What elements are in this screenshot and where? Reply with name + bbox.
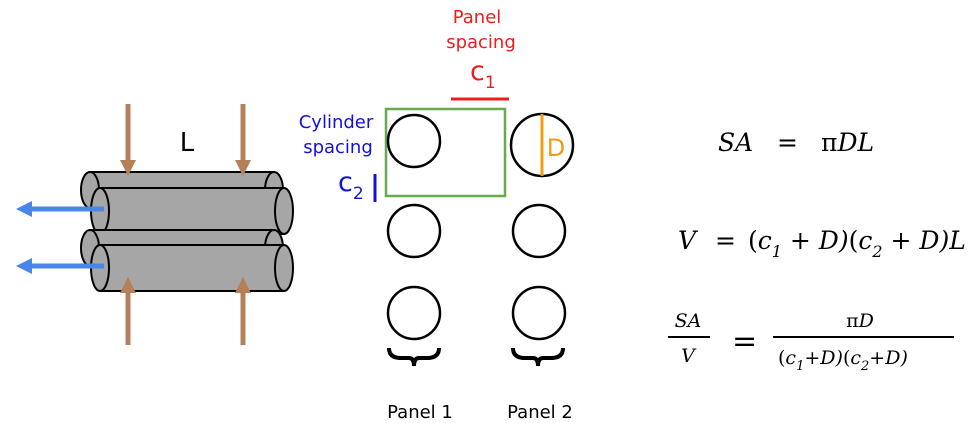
cylinder-section — [386, 113, 442, 169]
force-arrows — [119, 104, 252, 345]
sa-rhs: πDL — [821, 128, 874, 157]
c2-label: c2 — [338, 167, 364, 204]
ratio-num-right: πD — [846, 310, 874, 332]
ratio-den-left: V — [681, 345, 697, 367]
ratio-den-right: (c1+D)(c2+D) — [778, 347, 908, 374]
c1-label: c1 — [470, 56, 496, 93]
sa-lhs: SA — [718, 128, 753, 157]
unit-cell-box — [384, 107, 507, 198]
panel-2-brace — [511, 347, 565, 367]
length-label: L — [180, 128, 195, 158]
panel-1-label: Panel 1 — [387, 402, 453, 423]
cylinder-section — [511, 285, 567, 341]
panel-spacing-label-line2: spacing — [446, 32, 516, 53]
cylinder-front-top — [90, 187, 294, 235]
diameter-label: D — [547, 134, 565, 162]
panel-1-circles — [386, 113, 442, 341]
cylinder-section — [511, 203, 567, 259]
cylinder-spacing-label-line2: spacing — [303, 137, 373, 158]
sa-equals: = — [777, 128, 798, 157]
ratio-equals: = — [732, 324, 757, 359]
cylinder-spacing-label-line1: Cylinder — [299, 112, 374, 133]
flow-arrows — [15, 200, 104, 275]
cylinder-section — [386, 203, 442, 259]
cylinder-front-bottom — [90, 244, 294, 292]
equation-surface-area: SA = πDL — [718, 128, 874, 157]
v-equals: = — [715, 226, 736, 255]
equation-volume: V = (c1 + D)(c2 + D)L — [678, 226, 966, 261]
panel-2-label: Panel 2 — [507, 402, 573, 423]
panel-spacing-label-line1: Panel — [453, 7, 502, 28]
ratio-num-left: SA — [675, 310, 702, 332]
v-lhs: V — [678, 226, 699, 255]
panel-1-brace — [387, 347, 441, 367]
cylinder-section — [386, 285, 442, 341]
cylinder-bundle — [80, 171, 294, 292]
v-rhs: (c1 + D)(c2 + D)L — [748, 226, 966, 261]
equation-ratio: SA V = πD (c1+D)(c2+D) — [668, 310, 954, 374]
